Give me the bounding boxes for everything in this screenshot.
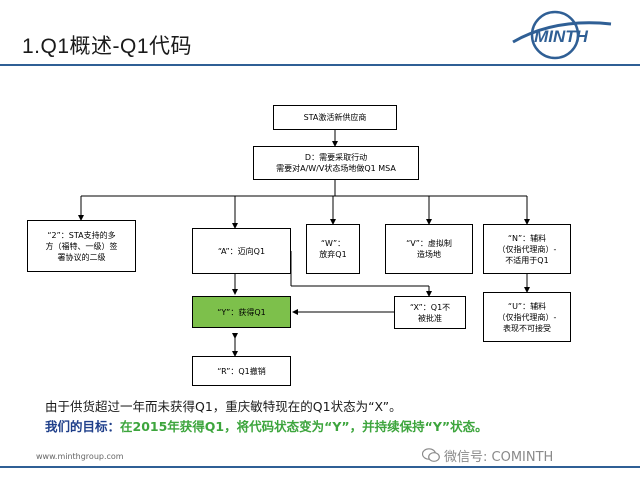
node-x-line1: “X”：Q1不 (409, 302, 451, 312)
header-rule (0, 64, 640, 66)
status-note: 由于供货超过一年而未获得Q1，重庆敏特现在的Q1状态为“X”。 (45, 399, 402, 414)
node-r-label: “R”：Q1撤销 (217, 366, 266, 376)
node-d: D：需要采取行动 需要对A/W/V状态场地做Q1 MSA (253, 146, 419, 180)
node-sta-label: STA激活新供应商 (303, 113, 367, 122)
node-v-line1: “V”：虚拟制 (406, 239, 452, 248)
goal-note: 我们的目标：在2015年获得Q1，将代码状态变为“Y”，并持续保持“Y”状态。 (45, 416, 488, 435)
node-sta: STA激活新供应商 (273, 105, 397, 130)
node-n-line2: （仅指代理商）- (497, 244, 557, 254)
node-2-line2: 方（福特、一级）签 (45, 241, 118, 251)
node-n: “N”：辅料 （仅指代理商）- 不适用于Q1 (483, 224, 571, 274)
goal-prefix: 我们的目标： (45, 419, 121, 434)
wechat-text: 微信号: COMINTH (444, 450, 554, 465)
node-x-line2: 被批准 (418, 313, 442, 323)
node-v-line2: 造场地 (417, 250, 441, 259)
node-u-line1: “U”：辅料 (507, 301, 547, 311)
wechat-watermark: 微信号: COMINTH (422, 446, 553, 465)
node-u-line2: （仅指代理商）- (497, 312, 557, 322)
wechat-icon (422, 448, 440, 462)
node-2-line3: 署协议的二级 (57, 252, 106, 262)
minth-logo: MINTH (512, 10, 612, 60)
node-u-line3: 表现不可接受 (503, 323, 551, 333)
node-2-line1: “2”：STA支持的多 (47, 230, 116, 240)
node-r: “R”：Q1撤销 (192, 356, 291, 386)
node-v: “V”：虚拟制 造场地 (385, 224, 473, 274)
node-x: “X”：Q1不 被批准 (394, 296, 466, 329)
node-u: “U”：辅料 （仅指代理商）- 表现不可接受 (483, 292, 571, 342)
node-w-line2: 放弃Q1 (319, 250, 347, 259)
goal-body: 在2015年获得Q1，将代码状态变为“Y”，并持续保持“Y”状态。 (120, 419, 488, 434)
node-n-line3: 不适用于Q1 (505, 255, 549, 265)
node-2: “2”：STA支持的多 方（福特、一级）签 署协议的二级 (27, 220, 136, 272)
node-d-line2: 需要对A/W/V状态场地做Q1 MSA (276, 164, 396, 173)
node-y: “Y”：获得Q1 (192, 296, 291, 328)
logo-text: MINTH (534, 27, 589, 46)
footer-url: www.minthgroup.com (36, 452, 124, 461)
node-n-line1: “N”：辅料 (507, 233, 547, 243)
node-a-label: “A”：迈向Q1 (217, 246, 266, 256)
footer-rule (0, 466, 640, 468)
node-a: “A”：迈向Q1 (192, 228, 291, 274)
node-w-line1: “W”： (320, 239, 346, 248)
node-w: “W”： 放弃Q1 (306, 224, 360, 274)
page-title: 1.Q1概述-Q1代码 (22, 35, 193, 58)
node-d-line1: D：需要采取行动 (304, 153, 368, 162)
node-y-label: “Y”：获得Q1 (217, 307, 266, 317)
